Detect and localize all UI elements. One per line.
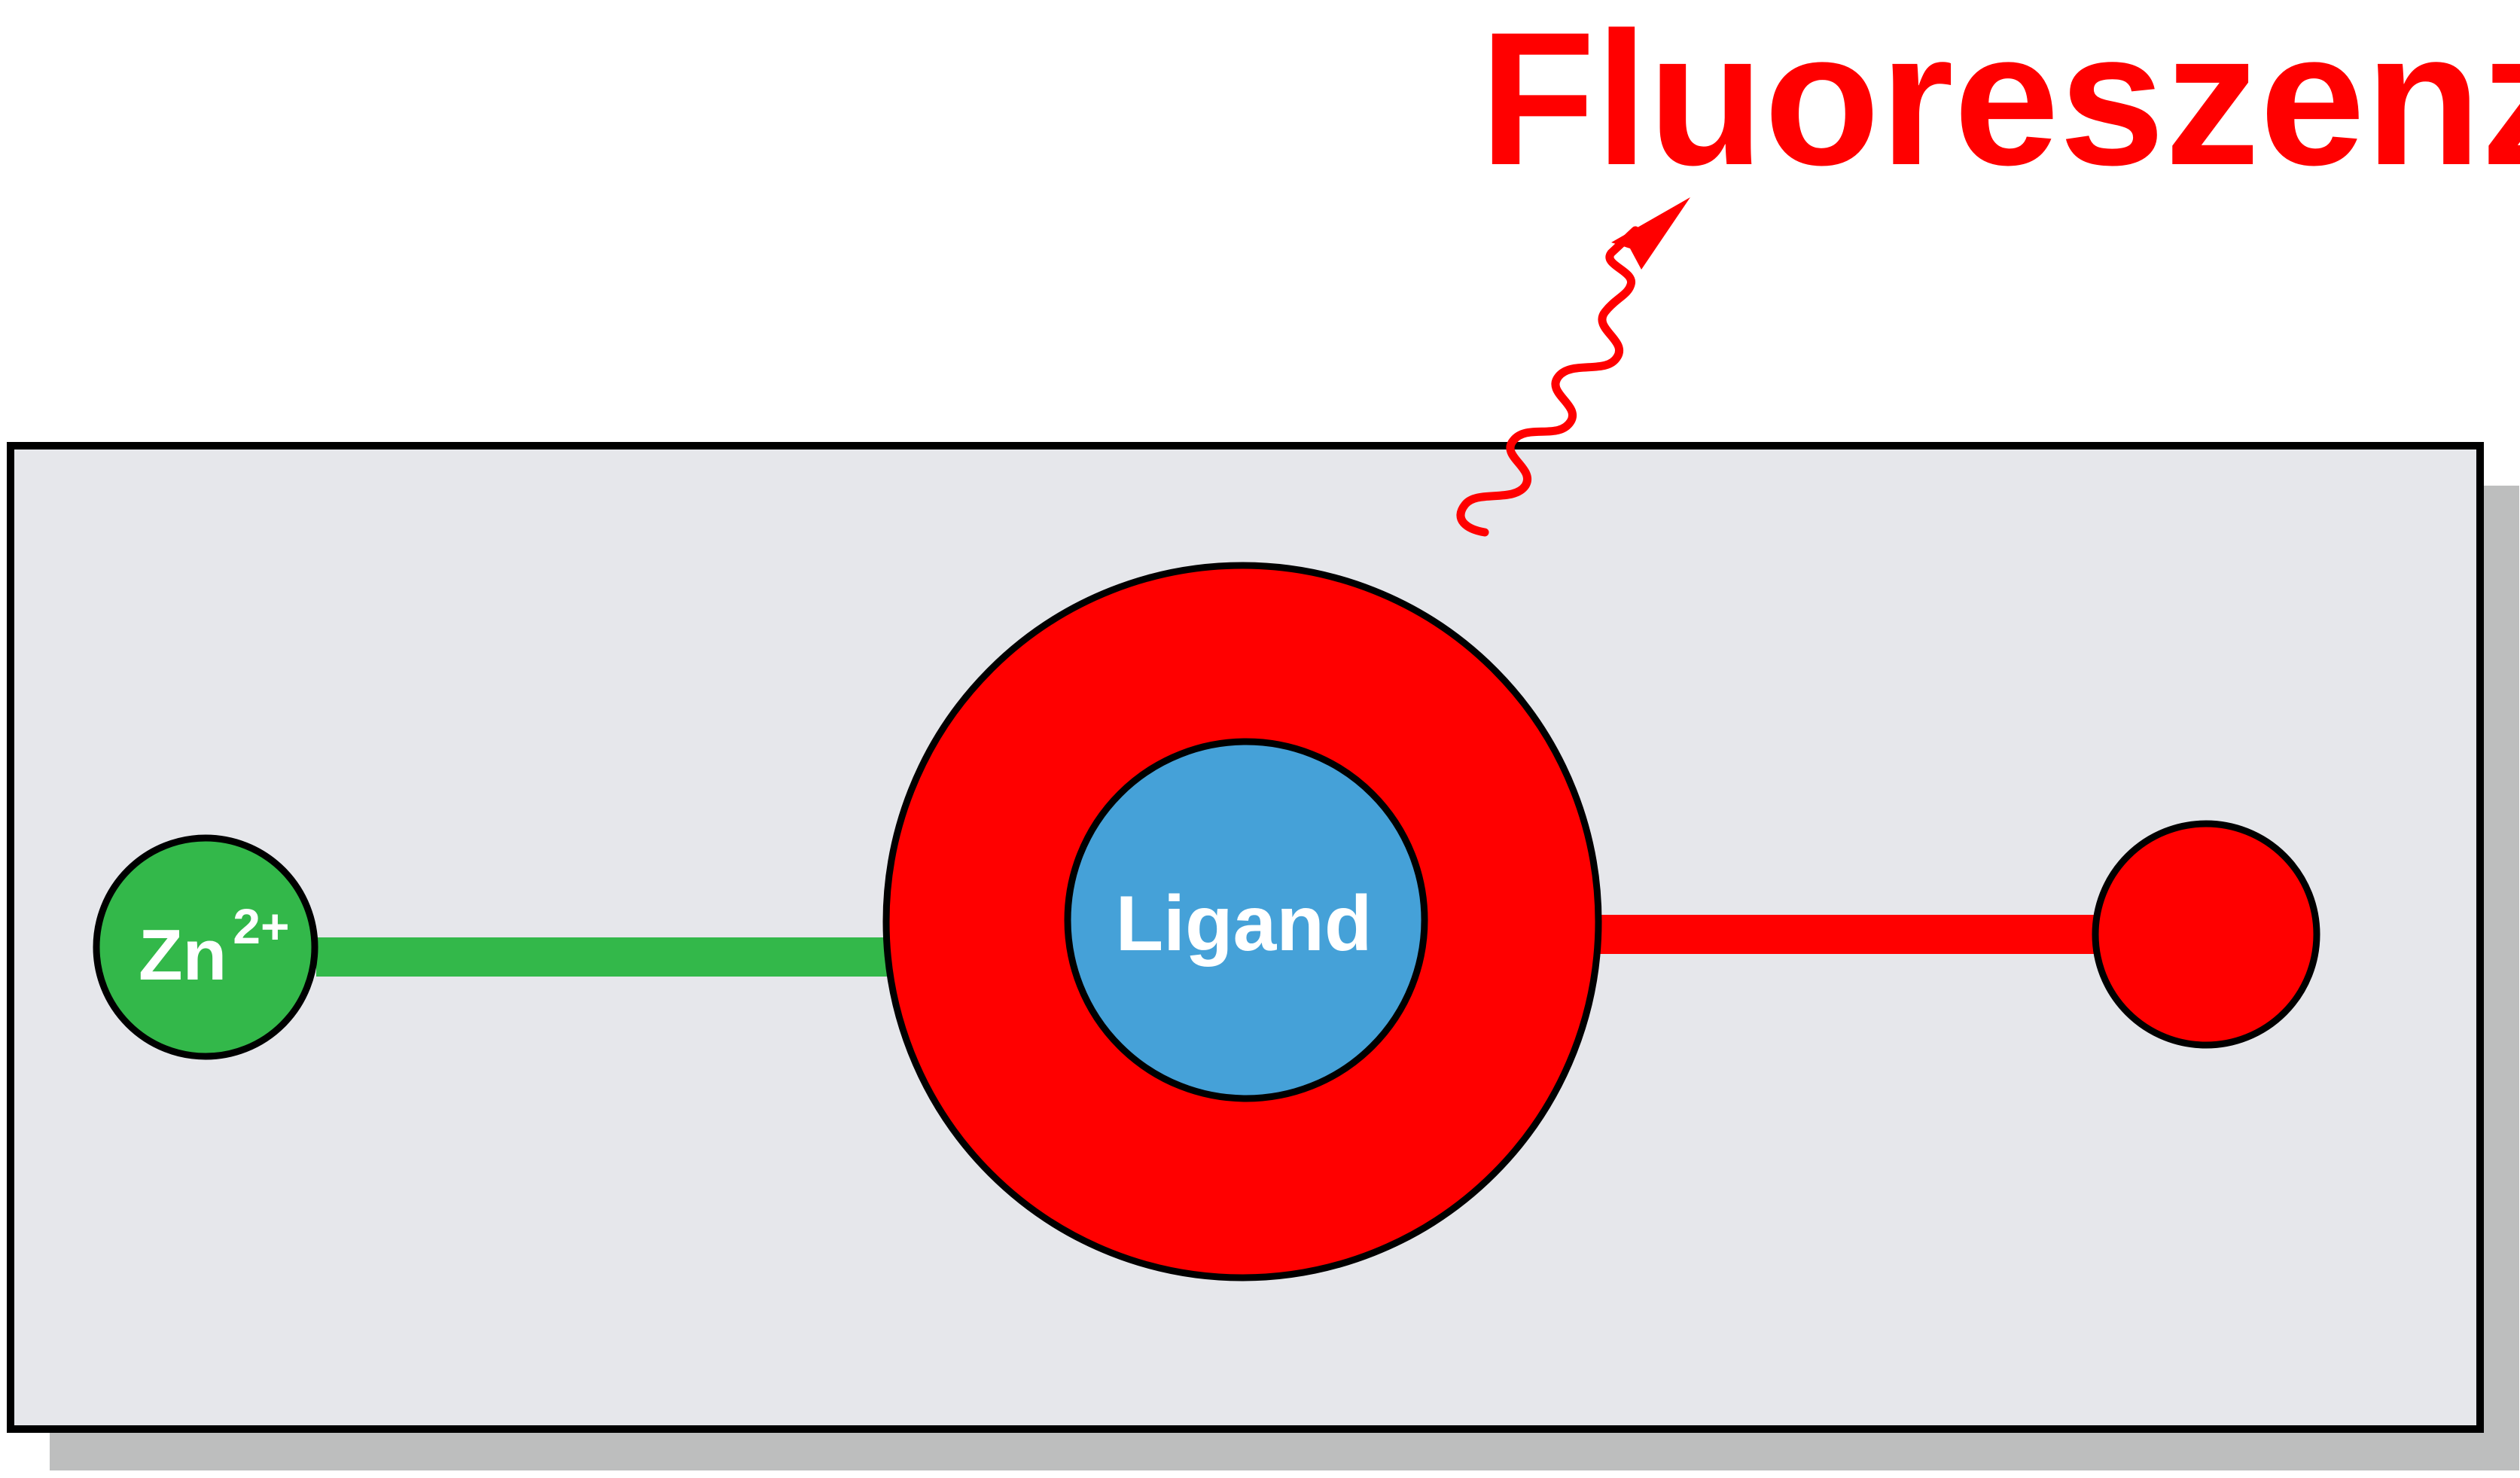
ligand-core <box>1064 738 1428 1102</box>
emission-wave <box>1456 226 1640 537</box>
linker-left <box>316 937 888 977</box>
emission-arrowhead <box>1611 197 1690 270</box>
ligand-label: Ligand <box>1116 880 1373 968</box>
fluorophore-ball <box>2092 820 2320 1049</box>
zinc-ion <box>93 834 318 1060</box>
title: Fluoreszenz <box>1479 0 2520 205</box>
linker-right <box>1596 915 2108 954</box>
zinc-symbol: Zn <box>139 915 227 995</box>
zinc-charge: 2+ <box>233 898 289 954</box>
